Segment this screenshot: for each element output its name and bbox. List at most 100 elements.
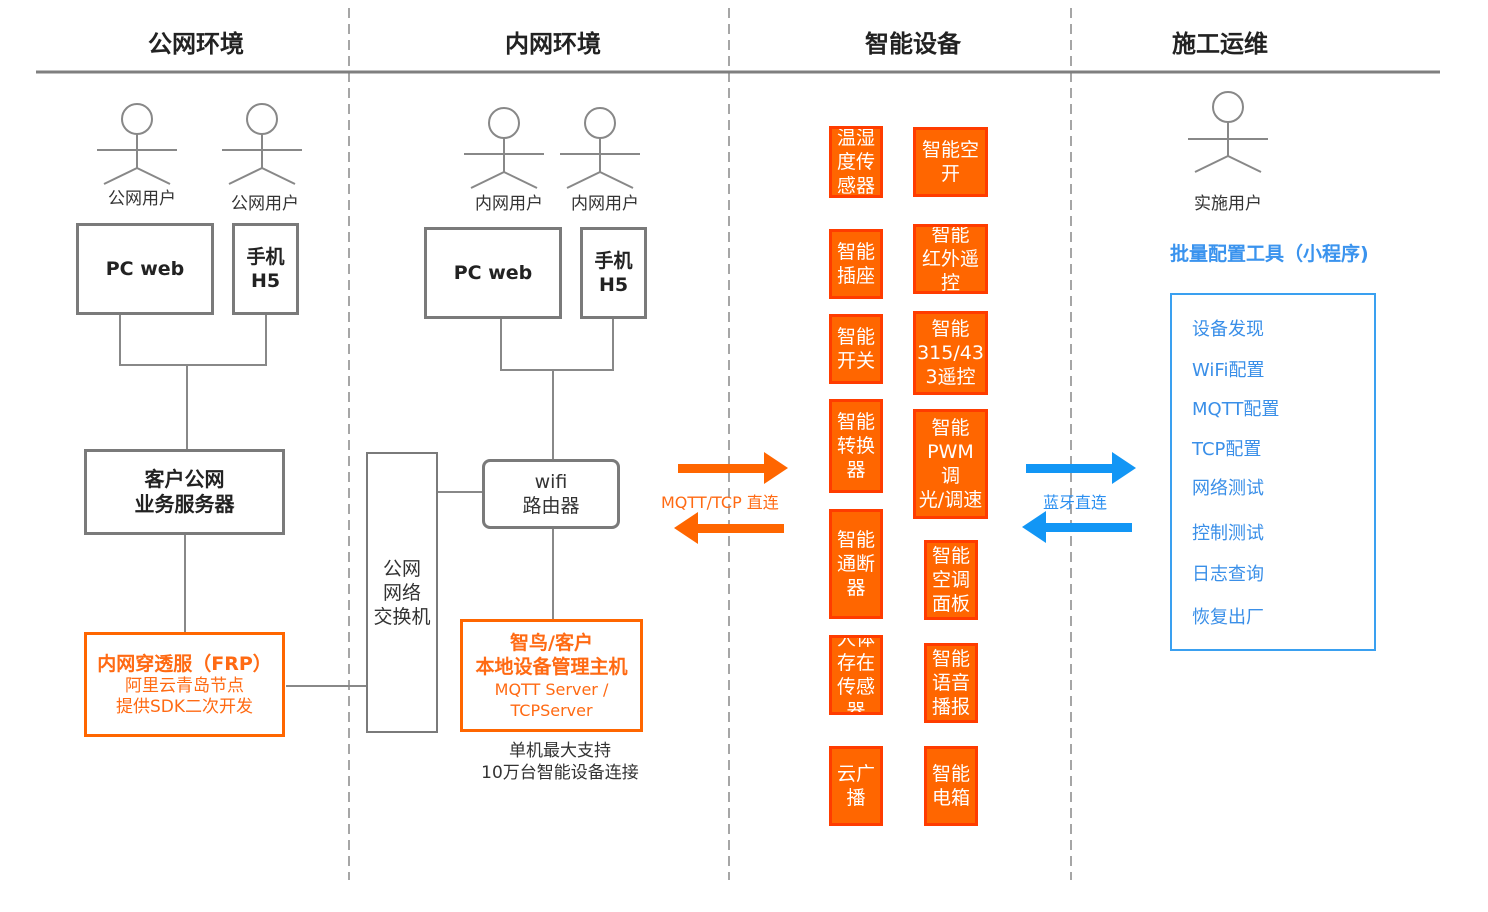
actor-icon <box>97 103 177 185</box>
device-label: 控 <box>940 272 960 294</box>
device-smart-socket[interactable]: 智能插座 <box>829 229 883 299</box>
bluetooth-arrow-left <box>1022 511 1132 543</box>
device-smart-converter[interactable]: 智能转换器 <box>829 399 883 493</box>
tool-item-wifi-config[interactable]: WiFi配置 <box>1192 360 1265 381</box>
mqtt-link-label: MQTT/TCP 直连 <box>661 493 779 512</box>
device-presence-sensor[interactable]: 人体存在传感器 <box>829 635 883 715</box>
device-label: 播 <box>846 787 866 809</box>
device-label: 人体 <box>836 635 875 650</box>
device-label: 光/调速 <box>918 489 983 511</box>
host-title: 本地设备管理主机 <box>475 655 628 678</box>
device-smart-air-switch[interactable]: 智能空开 <box>913 127 988 197</box>
device-label: 红外遥 <box>921 248 979 270</box>
device-label: 空调 <box>931 569 970 591</box>
public-network-switch[interactable]: 公网 网络 交换机 <box>366 452 438 733</box>
device-label: PWM调 <box>927 441 974 487</box>
device-label: 智能 <box>836 411 875 433</box>
router-label: 路由器 <box>522 495 580 517</box>
host-detail: MQTT Server / <box>494 679 609 699</box>
tool-item-factory-reset[interactable]: 恢复出厂 <box>1192 607 1264 628</box>
actor-icon <box>560 107 640 189</box>
router-label: wifi <box>534 471 568 493</box>
device-label: 插座 <box>836 265 875 287</box>
device-ac-panel[interactable]: 智能空调面板 <box>924 540 978 620</box>
device-label: 智能 <box>836 326 875 348</box>
server-label: 业务服务器 <box>134 492 235 516</box>
tool-item-mqtt-config[interactable]: MQTT配置 <box>1192 399 1280 420</box>
device-label: 智能 <box>931 763 970 785</box>
public-mobile-h5[interactable]: 手机 H5 <box>232 223 299 315</box>
tool-item-network-test[interactable]: 网络测试 <box>1192 478 1264 499</box>
device-label: 通断 <box>836 553 875 575</box>
switch-label: 网络 <box>382 581 421 604</box>
device-cloud-broadcast[interactable]: 云广播 <box>829 746 883 826</box>
column-title-devices: 智能设备 <box>865 30 961 58</box>
device-smart-breaker[interactable]: 智能通断器 <box>829 509 883 619</box>
capacity-note-line: 单机最大支持 <box>509 741 611 761</box>
local-device-management-host[interactable]: 智鸟/客户 本地设备管理主机 MQTT Server / TCPServer <box>460 619 643 732</box>
batch-config-tool-title: 批量配置工具（小程序) <box>1170 243 1369 265</box>
frp-detail: 阿里云青岛节点 <box>125 676 244 696</box>
device-label: 智能空 <box>921 139 979 161</box>
device-label: 3遥控 <box>925 366 976 388</box>
device-smart-electric-box[interactable]: 智能电箱 <box>924 746 978 826</box>
capacity-note-line: 10万台智能设备连接 <box>481 763 639 783</box>
device-label: 器 <box>846 700 866 715</box>
device-label: 智能 <box>836 241 875 263</box>
batch-config-tool-panel: 设备发现 WiFi配置 MQTT配置 TCP配置 网络测试 控制测试 日志查询 … <box>1170 293 1376 651</box>
device-label: 度传 <box>836 151 875 173</box>
switch-label: 交换机 <box>373 605 431 628</box>
device-voice-announcer[interactable]: 智能语音播报 <box>924 643 978 723</box>
device-label: 开关 <box>836 350 875 372</box>
mobile-label: 手机 <box>594 250 633 272</box>
device-label: 智能 <box>931 648 970 670</box>
device-label: 电箱 <box>931 787 970 809</box>
device-label: 智能 <box>931 318 970 340</box>
customer-public-server[interactable]: 客户公网 业务服务器 <box>84 449 285 535</box>
frp-server[interactable]: 内网穿透服（FRP） 阿里云青岛节点 提供SDK二次开发 <box>84 632 285 737</box>
device-label: 感器 <box>836 175 875 197</box>
tool-item-tcp-config[interactable]: TCP配置 <box>1192 439 1262 460</box>
actor-label: 内网用户 <box>475 194 543 214</box>
intranet-pc-web[interactable]: PC web <box>424 227 562 319</box>
server-label: 客户公网 <box>144 467 225 491</box>
column-title-ops: 施工运维 <box>1172 30 1268 58</box>
tool-item-log-query[interactable]: 日志查询 <box>1192 564 1264 585</box>
actor-label: 公网用户 <box>231 194 299 214</box>
device-temp-humidity-sensor[interactable]: 温湿度传感器 <box>829 126 883 198</box>
frp-detail: 提供SDK二次开发 <box>115 697 254 717</box>
device-label: 云广 <box>836 763 875 785</box>
wifi-router[interactable]: wifi 路由器 <box>482 459 620 529</box>
device-label: 面板 <box>931 593 970 615</box>
device-label: 器 <box>846 577 866 599</box>
tool-item-device-discovery[interactable]: 设备发现 <box>1192 319 1264 340</box>
actor-label: 公网用户 <box>108 189 176 209</box>
column-title-intranet: 内网环境 <box>505 30 601 58</box>
device-label: 智能 <box>931 545 970 567</box>
actor-icon <box>222 103 302 185</box>
capacity-note: 单机最大支持 10万台智能设备连接 <box>450 740 670 784</box>
public-pc-web-label: PC web <box>105 258 185 280</box>
actor-label: 内网用户 <box>571 194 639 214</box>
device-smart-switch[interactable]: 智能开关 <box>829 314 883 384</box>
tool-item-control-test[interactable]: 控制测试 <box>1192 523 1264 544</box>
connector <box>119 314 366 687</box>
device-label: 智能 <box>836 529 875 551</box>
column-title-public: 公网环境 <box>148 30 244 58</box>
intranet-mobile-h5[interactable]: 手机 H5 <box>580 227 647 319</box>
device-ir-remote[interactable]: 智能红外遥控 <box>913 224 988 294</box>
device-label: 语音 <box>931 672 970 694</box>
mqtt-arrow-right <box>678 452 788 484</box>
bluetooth-arrow-right <box>1026 452 1136 484</box>
mobile-label: H5 <box>250 270 281 292</box>
frp-title: 内网穿透服（FRP） <box>97 653 272 675</box>
device-label: 转换 <box>836 435 875 457</box>
actor-label: 实施用户 <box>1194 194 1262 214</box>
device-label: 开 <box>940 163 960 185</box>
public-pc-web[interactable]: PC web <box>76 223 214 315</box>
actor-icon <box>464 107 544 189</box>
device-label: 存在 <box>836 652 875 674</box>
